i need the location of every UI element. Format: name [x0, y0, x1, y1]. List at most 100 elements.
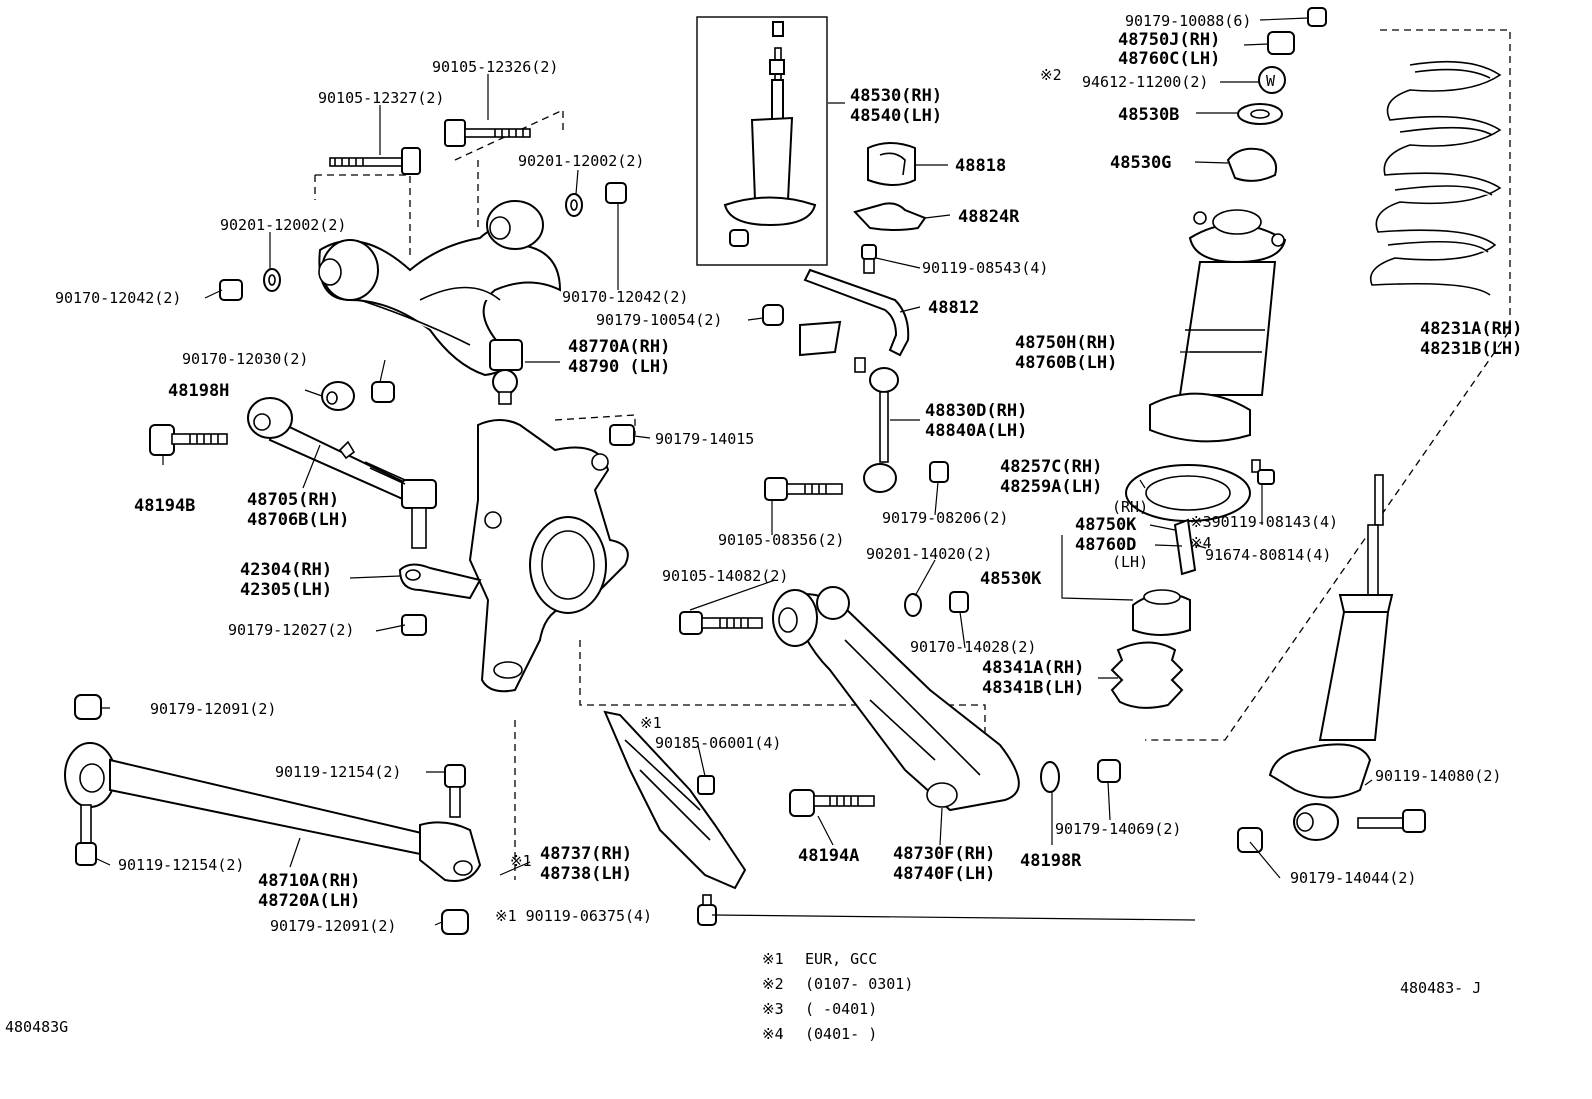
label-48198r: 48198R: [1020, 851, 1082, 871]
nut-90179-14015: [609, 424, 635, 446]
nut-90170-12030: [371, 381, 395, 403]
label-90119-06375: ※1 90119-06375(4): [495, 907, 652, 925]
label-90179-14015: 90179-14015: [655, 430, 754, 448]
nut-90179-14044: [1237, 827, 1263, 853]
cover-48737: [603, 710, 747, 890]
lateral-link-48710a: [64, 742, 482, 882]
label-90179-08206: 90179-08206(2): [882, 509, 1008, 527]
label-w: W: [1266, 72, 1276, 90]
stabilizer-bar-48812: [799, 268, 910, 357]
bump-stop-48530k: [1132, 589, 1191, 636]
label-90179-12091-a: 90179-12091(2): [150, 700, 276, 718]
label-90170-12042-b: 90170-12042(2): [562, 288, 688, 306]
label-48770a: 48770A(RH): [568, 337, 670, 357]
label-90179-14069: 90179-14069(2): [1055, 820, 1181, 838]
label-48198h: 48198H: [168, 381, 229, 401]
nut-90179-08206: [929, 461, 949, 483]
label-90105-12326: 90105-12326(2): [432, 58, 558, 76]
label-48750j: 48750J(RH): [1118, 30, 1220, 50]
label-48750k: 48750K: [1075, 515, 1137, 535]
nut-90179-14069: [1097, 759, 1121, 783]
label-48706b: 48706B(LH): [247, 510, 349, 530]
nut-90170-14028: [949, 591, 969, 613]
page-code: 480483G: [5, 1018, 68, 1036]
bolt-90119-14080: [1357, 809, 1426, 833]
label-mark1-b: ※1: [510, 852, 532, 870]
bolt-48194b: [149, 424, 228, 456]
label-90170-12030: 90170-12030(2): [182, 350, 308, 368]
part-labels: 90105-12326(2) 90105-12327(2) 90201-1200…: [55, 12, 1522, 935]
label-48750h: 48750H(RH): [1015, 333, 1117, 353]
note-3-mark: ※3: [762, 1000, 784, 1018]
label-48740f: 48740F(LH): [893, 864, 995, 884]
label-90179-12027: 90179-12027(2): [228, 621, 354, 639]
nut-90179-10088: [1307, 7, 1327, 27]
washer-94612-11200: [1258, 66, 1286, 94]
bracket-48824r: [853, 202, 927, 231]
upper-control-arm: [318, 200, 562, 405]
coil-spring-dashed-frame: [1145, 29, 1511, 741]
nut-90179-12091-a: [74, 694, 102, 720]
leader-lines: [94, 17, 1373, 926]
label-48760d: 48760D: [1075, 535, 1136, 555]
figure-code: 480483- J: [1400, 979, 1481, 997]
label-91674-80814: 91674-80814(4): [1205, 546, 1331, 564]
label-90119-12154-a: 90119-12154(2): [275, 763, 401, 781]
bolt-90119-08543: [861, 244, 877, 274]
label-48341a: 48341A(RH): [982, 658, 1084, 678]
cushion-48530g: [1226, 147, 1278, 182]
bolt-48194a: [789, 789, 875, 817]
nut-90179-12027: [401, 614, 427, 636]
nut-90170-12042-b: [605, 182, 627, 204]
bolt-90119-08143: [1251, 459, 1275, 485]
label-90185-06001: 90185-06001(4): [655, 734, 781, 752]
bolt-90105-12327: [329, 147, 421, 175]
label-42305: 42305(LH): [240, 580, 332, 600]
note-4-text: (0401- ): [805, 1025, 877, 1043]
label-48530b: 48530B: [1118, 105, 1179, 125]
stabilizer-link-48830d: [854, 357, 899, 493]
bolt-90119-12154-b: [75, 804, 97, 866]
air-spring-48750h: [1149, 209, 1287, 443]
note-3-text: ( -0401): [805, 1000, 877, 1018]
label-48257c: 48257C(RH): [1000, 457, 1102, 477]
upper-arm-dashed-guide: [314, 108, 564, 255]
label-48737: 48737(RH): [540, 844, 632, 864]
seat-48257c: [1125, 464, 1251, 522]
label-48760c: 48760C(LH): [1118, 49, 1220, 69]
nut-90179-12091-b: [441, 909, 469, 935]
label-48840a: 48840A(LH): [925, 421, 1027, 441]
label-48530k: 48530K: [980, 569, 1042, 589]
bolt-90119-12154-a: [444, 764, 466, 818]
nut-90170-12042-a: [219, 279, 243, 301]
note-2-mark: ※2: [762, 975, 784, 993]
washer-90201-14020: [904, 593, 922, 617]
note-4-mark: ※4: [762, 1025, 784, 1043]
bolt-90119-06375: [697, 894, 717, 926]
label-90179-10088: 90179-10088(6): [1125, 12, 1251, 30]
label-90179-10054: 90179-10054(2): [596, 311, 722, 329]
label-90119-12154-b: 90119-12154(2): [118, 856, 244, 874]
washer-90201-12002-a: [263, 268, 281, 292]
toe-arm-48705: [247, 397, 437, 549]
nut-90179-10054: [762, 304, 784, 326]
label-48231a: 48231A(RH): [1420, 319, 1522, 339]
label-mark4: ※4: [1190, 534, 1212, 552]
note-2-text: (0107- 0301): [805, 975, 913, 993]
label-48812: 48812: [928, 298, 979, 318]
label-90201-12002-a: 90201-12002(2): [220, 216, 346, 234]
sleeve-48750k: [1173, 518, 1197, 576]
label-90119-14080: 90119-14080(2): [1375, 767, 1501, 785]
label-48530g: 48530G: [1110, 153, 1171, 173]
label-90179-12091-b: 90179-12091(2): [270, 917, 396, 935]
label-48818: 48818: [955, 156, 1006, 176]
note-1-text: EUR, GCC: [805, 950, 877, 968]
label-48231b: 48231B(LH): [1420, 339, 1522, 359]
coil-spring-48231a: [1370, 60, 1502, 296]
bushing-48198h: [321, 381, 355, 411]
note-1-mark: ※1: [762, 950, 784, 968]
label-90105-12327: 90105-12327(2): [318, 89, 444, 107]
label-90201-14020: 90201-14020(2): [866, 545, 992, 563]
retainer-48530b: [1237, 103, 1283, 125]
